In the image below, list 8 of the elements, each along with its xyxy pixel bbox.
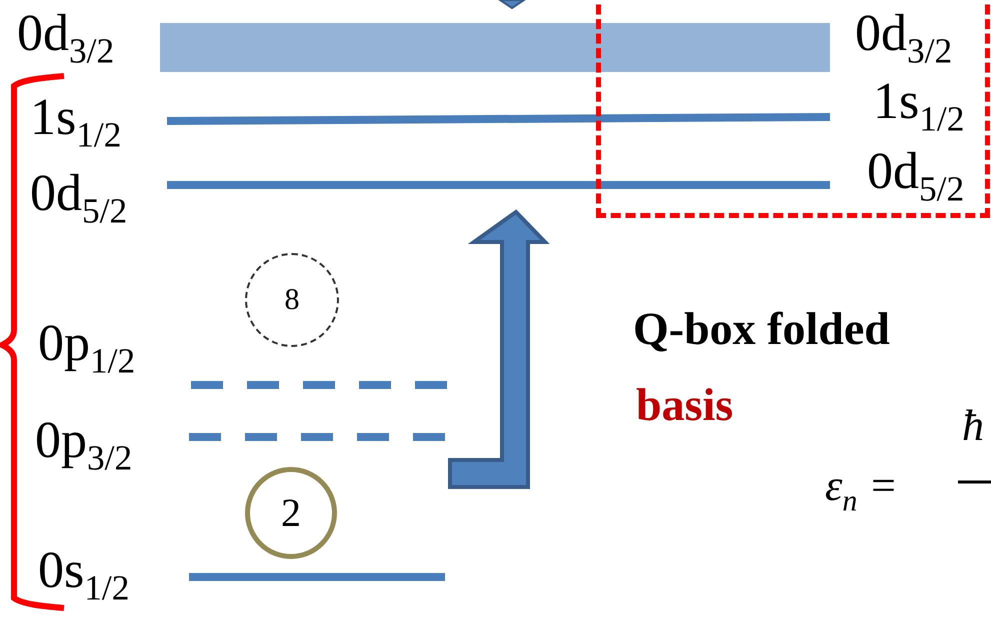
heading-text: Q-box folded xyxy=(633,306,890,352)
formula-text: ħ xyxy=(962,404,984,448)
shell-circle xyxy=(245,467,337,559)
number-label: 8 xyxy=(284,285,300,315)
number-label: 2 xyxy=(281,493,301,533)
heading-text: basis xyxy=(636,382,734,428)
shell-circle xyxy=(245,253,339,347)
formula-text: ε$_{n}$ = xyxy=(825,464,898,508)
